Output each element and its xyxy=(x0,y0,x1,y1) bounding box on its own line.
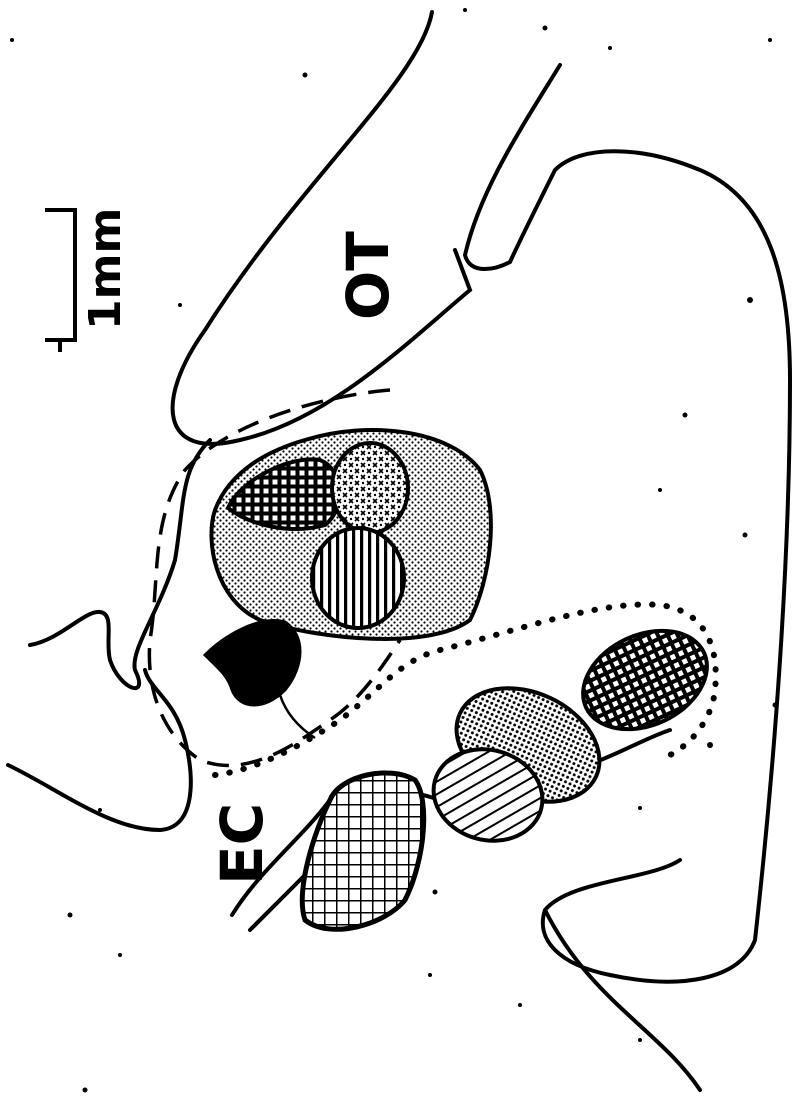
striped-lesion xyxy=(312,528,404,628)
solid-lesion-track xyxy=(280,695,315,738)
scale-bar xyxy=(45,210,75,352)
scale-bar-label: 1mm xyxy=(80,208,131,330)
lower-boundary xyxy=(545,910,700,1090)
left-boundary xyxy=(8,440,210,830)
solid-lesion xyxy=(205,621,300,705)
grid-oval xyxy=(302,773,423,929)
external-capsule-label: EC xyxy=(208,803,276,885)
cross-dot-lesion xyxy=(332,443,408,533)
optic-tract-label: OT xyxy=(334,231,402,320)
dark-grid-oval xyxy=(567,612,723,749)
